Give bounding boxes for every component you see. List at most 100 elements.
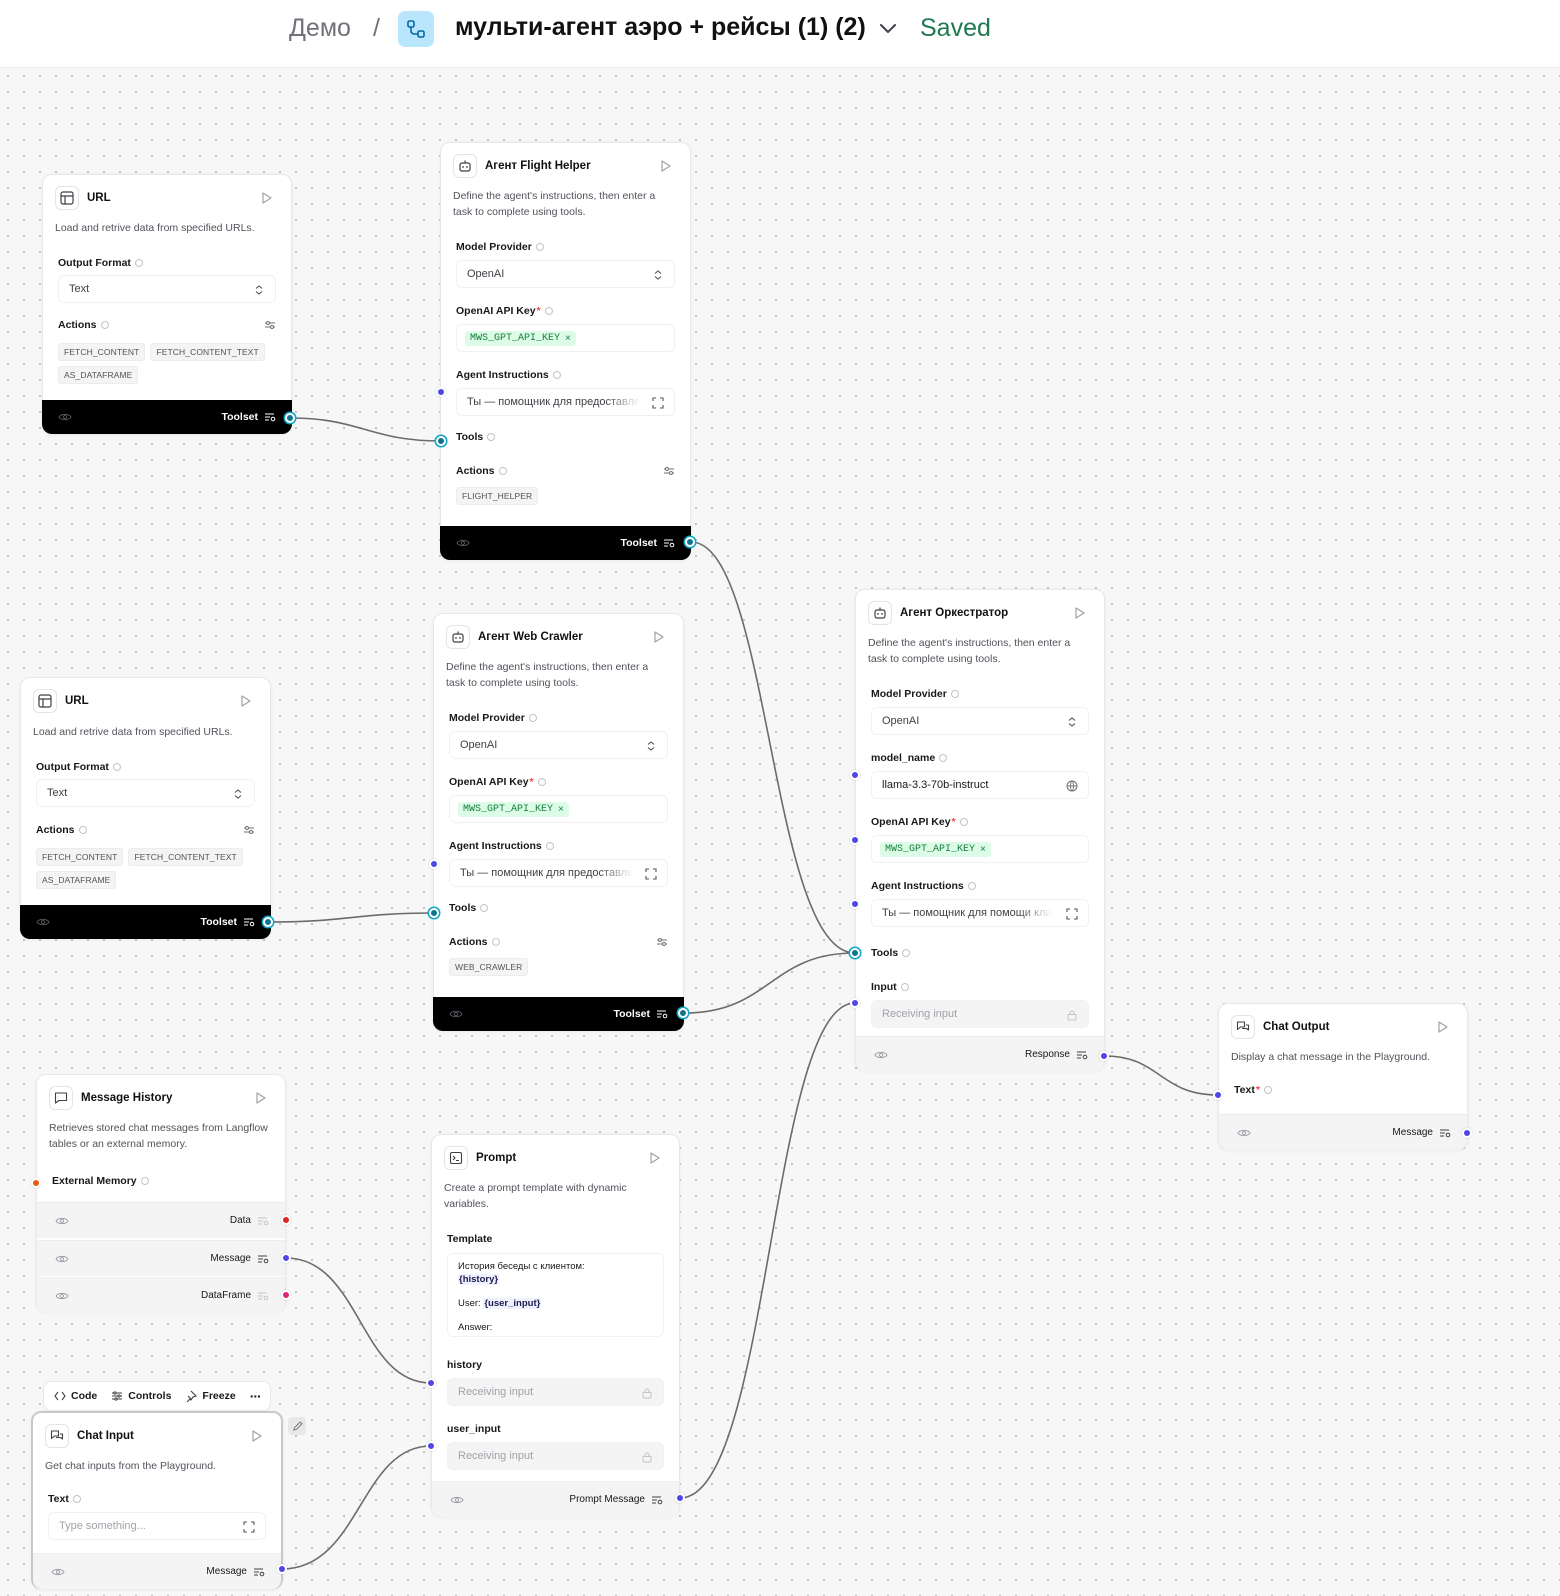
url-node[interactable]: URL Load and retrive data from specified… (42, 174, 292, 434)
api-key-input-handle[interactable] (850, 835, 860, 845)
prompt-node[interactable]: Prompt Create a prompt template with dyn… (431, 1134, 680, 1517)
api-key-field[interactable]: MWS_GPT_API_KEY× (449, 795, 668, 823)
sliders-icon[interactable] (663, 466, 675, 476)
model-provider-select[interactable]: OpenAI (449, 731, 668, 759)
text-input-handle[interactable] (1213, 1090, 1223, 1100)
api-key-field[interactable]: MWS_GPT_API_KEY× (456, 324, 675, 352)
tools-input-handle[interactable] (436, 436, 446, 446)
play-icon[interactable] (1437, 1020, 1449, 1034)
play-icon[interactable] (649, 1151, 661, 1165)
output-format-select[interactable]: Text (36, 779, 255, 807)
instructions-input-handle[interactable] (850, 899, 860, 909)
breadcrumb-workspace[interactable]: Демо (289, 14, 351, 42)
agent-node-flight-helper[interactable]: Агент Flight Helper Define the agent's i… (440, 142, 691, 560)
eye-icon[interactable] (449, 1009, 463, 1019)
toolset-handle[interactable] (678, 1008, 688, 1018)
play-icon[interactable] (261, 191, 273, 205)
more-button[interactable]: ··· (250, 1388, 262, 1404)
agent-instructions-field[interactable]: Ты — помощник для помощи кли (871, 899, 1089, 927)
inspect-icon[interactable] (243, 917, 255, 927)
inspect-icon[interactable] (253, 1567, 265, 1577)
toolset-handle[interactable] (285, 413, 295, 423)
inspect-icon[interactable] (1076, 1050, 1088, 1060)
message-history-node[interactable]: Message History Retrieves stored chat me… (36, 1074, 286, 1313)
inspect-icon[interactable] (257, 1216, 269, 1226)
flow-name[interactable]: мульти-агент аэро + рейсы (1) (2) (455, 13, 866, 41)
freeze-button[interactable]: Freeze (185, 1390, 236, 1402)
agent-instructions-field[interactable]: Ты — помощник для предоставле (449, 859, 668, 887)
eye-icon[interactable] (1237, 1128, 1251, 1138)
field-value: Ты — помощник для помощи кли (882, 907, 1052, 919)
prompt-message-output-handle[interactable] (675, 1493, 685, 1503)
field-label: External Memory (52, 1175, 137, 1187)
inspect-icon[interactable] (257, 1291, 269, 1301)
eye-icon[interactable] (874, 1050, 888, 1060)
output-format-select[interactable]: Text (58, 275, 276, 303)
expand-icon[interactable] (1066, 908, 1078, 920)
model-provider-select[interactable]: OpenAI (456, 260, 675, 288)
template-editor[interactable]: История беседы с клиентом: {history} Use… (447, 1253, 664, 1337)
expand-icon[interactable] (645, 868, 657, 880)
api-key-field[interactable]: MWS_GPT_API_KEY× (871, 835, 1089, 863)
play-icon[interactable] (1074, 606, 1086, 620)
tools-input-handle[interactable] (429, 908, 439, 918)
input-handle[interactable] (850, 998, 860, 1008)
model-name-field[interactable]: llama-3.3-70b-instruct (871, 771, 1089, 799)
play-icon[interactable] (240, 694, 252, 708)
message-output-handle[interactable] (281, 1253, 291, 1263)
eye-icon[interactable] (51, 1567, 65, 1577)
instructions-input-handle[interactable] (429, 859, 439, 869)
history-input-handle[interactable] (426, 1378, 436, 1388)
model-name-input-handle[interactable] (850, 770, 860, 780)
chat-output-node[interactable]: Chat Output Display a chat message in th… (1218, 1003, 1468, 1150)
play-icon[interactable] (251, 1429, 263, 1443)
eye-icon[interactable] (58, 412, 72, 422)
eye-icon[interactable] (450, 1495, 464, 1505)
inspect-icon[interactable] (656, 1009, 668, 1019)
eye-icon[interactable] (55, 1216, 69, 1226)
code-button[interactable]: Code (54, 1390, 97, 1402)
agent-node-orchestrator[interactable]: Агент Оркестратор Define the agent's ins… (855, 589, 1105, 1072)
inspect-icon[interactable] (257, 1254, 269, 1264)
instructions-input-handle[interactable] (436, 387, 446, 397)
inspect-icon[interactable] (651, 1495, 663, 1505)
sliders-icon[interactable] (243, 825, 255, 835)
dataframe-output-handle[interactable] (281, 1290, 291, 1300)
url-node[interactable]: URL Load and retrive data from specified… (20, 677, 271, 939)
inspect-icon[interactable] (264, 412, 276, 422)
play-icon[interactable] (653, 630, 665, 644)
user-input-handle[interactable] (426, 1441, 436, 1451)
toolset-handle[interactable] (263, 917, 273, 927)
global-variable-badge[interactable]: MWS_GPT_API_KEY× (458, 801, 569, 817)
expand-icon[interactable] (243, 1521, 255, 1533)
sliders-icon[interactable] (656, 937, 668, 947)
agent-instructions-field[interactable]: Ты — помощник для предоставле (456, 388, 675, 416)
inspect-icon[interactable] (1439, 1128, 1451, 1138)
play-icon[interactable] (255, 1091, 267, 1105)
eye-icon[interactable] (55, 1291, 69, 1301)
eye-icon[interactable] (55, 1254, 69, 1264)
chevron-down-icon[interactable] (876, 16, 900, 40)
play-icon[interactable] (660, 159, 672, 173)
response-output-handle[interactable] (1099, 1051, 1109, 1061)
eye-icon[interactable] (36, 917, 50, 927)
globe-icon[interactable] (1066, 780, 1078, 792)
text-input-field[interactable]: Type something... (48, 1512, 266, 1540)
message-output-handle[interactable] (1462, 1128, 1472, 1138)
data-output-handle[interactable] (281, 1215, 291, 1225)
global-variable-badge[interactable]: MWS_GPT_API_KEY× (880, 841, 991, 857)
message-output-handle[interactable] (277, 1564, 287, 1574)
inspect-icon[interactable] (663, 538, 675, 548)
eye-icon[interactable] (456, 538, 470, 548)
expand-icon[interactable] (652, 397, 664, 409)
model-provider-select[interactable]: OpenAI (871, 707, 1089, 735)
agent-node-web-crawler[interactable]: Агент Web Crawler Define the agent's ins… (433, 613, 684, 1031)
global-variable-badge[interactable]: MWS_GPT_API_KEY× (465, 330, 576, 346)
controls-button[interactable]: Controls (111, 1390, 171, 1402)
chat-input-node[interactable]: Chat Input Get chat inputs from the Play… (31, 1411, 283, 1589)
toolset-handle[interactable] (685, 537, 695, 547)
external-memory-handle[interactable] (31, 1178, 41, 1188)
edit-button[interactable] (288, 1417, 306, 1435)
tools-input-handle[interactable] (850, 948, 860, 958)
sliders-icon[interactable] (264, 320, 276, 330)
